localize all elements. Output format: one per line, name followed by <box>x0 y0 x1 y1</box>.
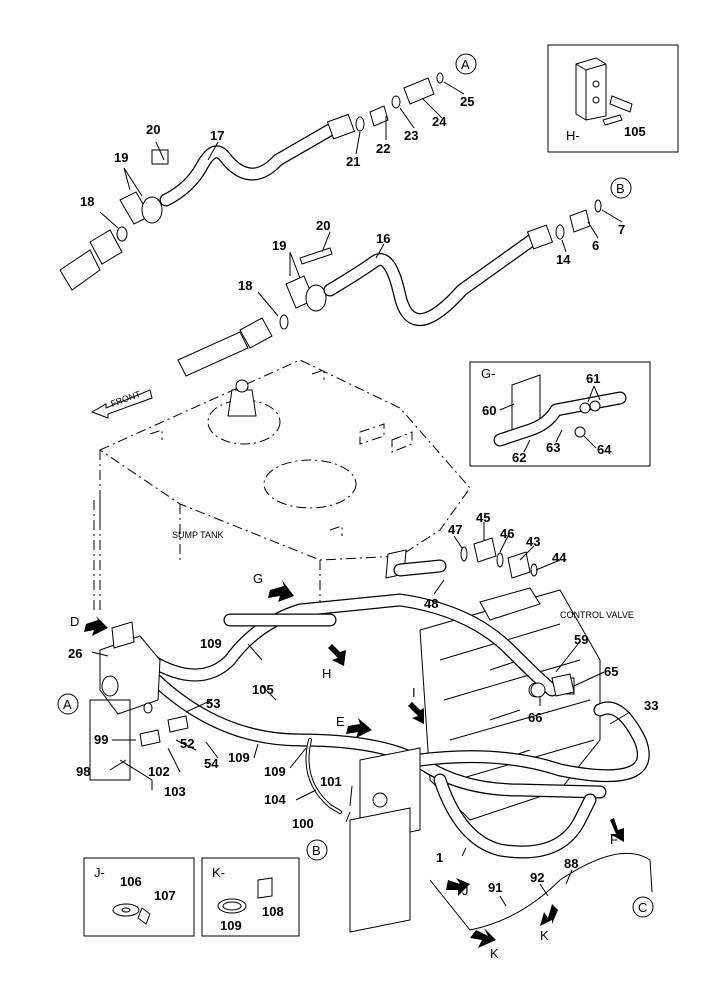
part-33: 33 <box>644 698 658 713</box>
hose-16-assembly <box>177 199 602 377</box>
part-20a: 20 <box>146 122 160 137</box>
part-44: 44 <box>552 550 567 565</box>
part-25: 25 <box>460 94 474 109</box>
view-g: G <box>253 571 263 586</box>
part-92: 92 <box>530 870 544 885</box>
fittings-43-48 <box>460 537 538 579</box>
part-105-inset: 105 <box>624 124 646 139</box>
part-62: 62 <box>512 450 526 465</box>
part-54: 54 <box>204 756 219 771</box>
part-101: 101 <box>320 774 342 789</box>
ref-b-top: B <box>616 181 625 196</box>
part-103: 103 <box>164 784 186 799</box>
part-47: 47 <box>448 522 462 537</box>
ref-c: C <box>638 900 647 915</box>
part-19b: 19 <box>272 238 286 253</box>
inset-j: J- 106 107 <box>83 857 195 937</box>
part-6: 6 <box>592 238 599 253</box>
part-18b: 18 <box>238 278 252 293</box>
part-24: 24 <box>432 114 447 129</box>
part-63: 63 <box>546 440 560 455</box>
ref-b-bottom: B <box>312 843 321 858</box>
view-k-left: K <box>490 946 499 961</box>
inset-j-title: J- <box>94 865 105 880</box>
part-64: 64 <box>597 442 612 457</box>
part-109-inset: 109 <box>220 918 242 933</box>
part-102: 102 <box>148 764 170 779</box>
front-arrow <box>90 389 153 419</box>
part-26: 26 <box>68 646 82 661</box>
inset-k: K- 108 109 <box>201 857 300 937</box>
part-46: 46 <box>500 526 514 541</box>
part-108: 108 <box>262 904 284 919</box>
view-e: E <box>336 714 345 729</box>
inset-g: G- 61 60 62 63 64 <box>469 361 651 467</box>
control-valve-label: CONTROL VALVE <box>560 610 634 620</box>
view-k-right: K <box>540 928 549 943</box>
view-f: F <box>610 832 618 847</box>
part-107: 107 <box>154 888 176 903</box>
part-18a: 18 <box>80 194 94 209</box>
hose-17-assembly <box>59 72 444 291</box>
part-91: 91 <box>488 880 502 895</box>
part-60: 60 <box>482 403 496 418</box>
part-66: 66 <box>528 710 542 725</box>
part-16: 16 <box>376 231 390 246</box>
part-53: 53 <box>206 696 220 711</box>
part-65: 65 <box>604 664 618 679</box>
inset-g-title: G- <box>481 366 495 381</box>
part-17: 17 <box>210 128 224 143</box>
view-j: J <box>462 883 469 898</box>
leader-lines <box>91 81 631 907</box>
inset-h-title: H- <box>566 128 580 143</box>
part-59: 59 <box>574 632 588 647</box>
part-21: 21 <box>346 154 360 169</box>
part-109c: 109 <box>264 764 286 779</box>
part-14: 14 <box>556 252 571 267</box>
part-52: 52 <box>180 736 194 751</box>
view-d: D <box>70 614 79 629</box>
part-48: 48 <box>424 596 438 611</box>
valve-block <box>349 747 421 933</box>
part-98: 98 <box>76 764 90 779</box>
view-i: I <box>412 685 416 700</box>
part-109a: 109 <box>200 636 222 651</box>
ref-a-bottom: A <box>63 697 72 712</box>
view-arrows <box>84 580 624 948</box>
part-88: 88 <box>564 856 578 871</box>
part-105: 105 <box>252 682 274 697</box>
part-1: 1 <box>436 850 443 865</box>
fittings-65-66 <box>530 673 575 698</box>
part-106: 106 <box>120 874 142 889</box>
part-61: 61 <box>586 371 600 386</box>
lower-hoses <box>143 559 653 931</box>
part-22: 22 <box>376 141 390 156</box>
view-h: H <box>322 666 331 681</box>
part-20b: 20 <box>316 218 330 233</box>
part-19a: 19 <box>114 150 128 165</box>
ref-a-top: A <box>461 57 470 72</box>
part-45: 45 <box>476 510 490 525</box>
ref-circles <box>57 53 654 918</box>
part-23: 23 <box>404 128 418 143</box>
part-104: 104 <box>264 792 286 807</box>
fittings-99-103 <box>119 702 189 790</box>
part-7: 7 <box>618 222 625 237</box>
part-109b: 109 <box>228 750 250 765</box>
part-100: 100 <box>292 816 314 831</box>
part-99: 99 <box>94 732 108 747</box>
sump-tank-label: SUMP TANK <box>172 530 224 540</box>
inset-k-title: K- <box>212 865 225 880</box>
pilot-valve-26 <box>89 621 161 781</box>
part-43: 43 <box>526 534 540 549</box>
inset-h: H- 105 <box>547 44 679 153</box>
